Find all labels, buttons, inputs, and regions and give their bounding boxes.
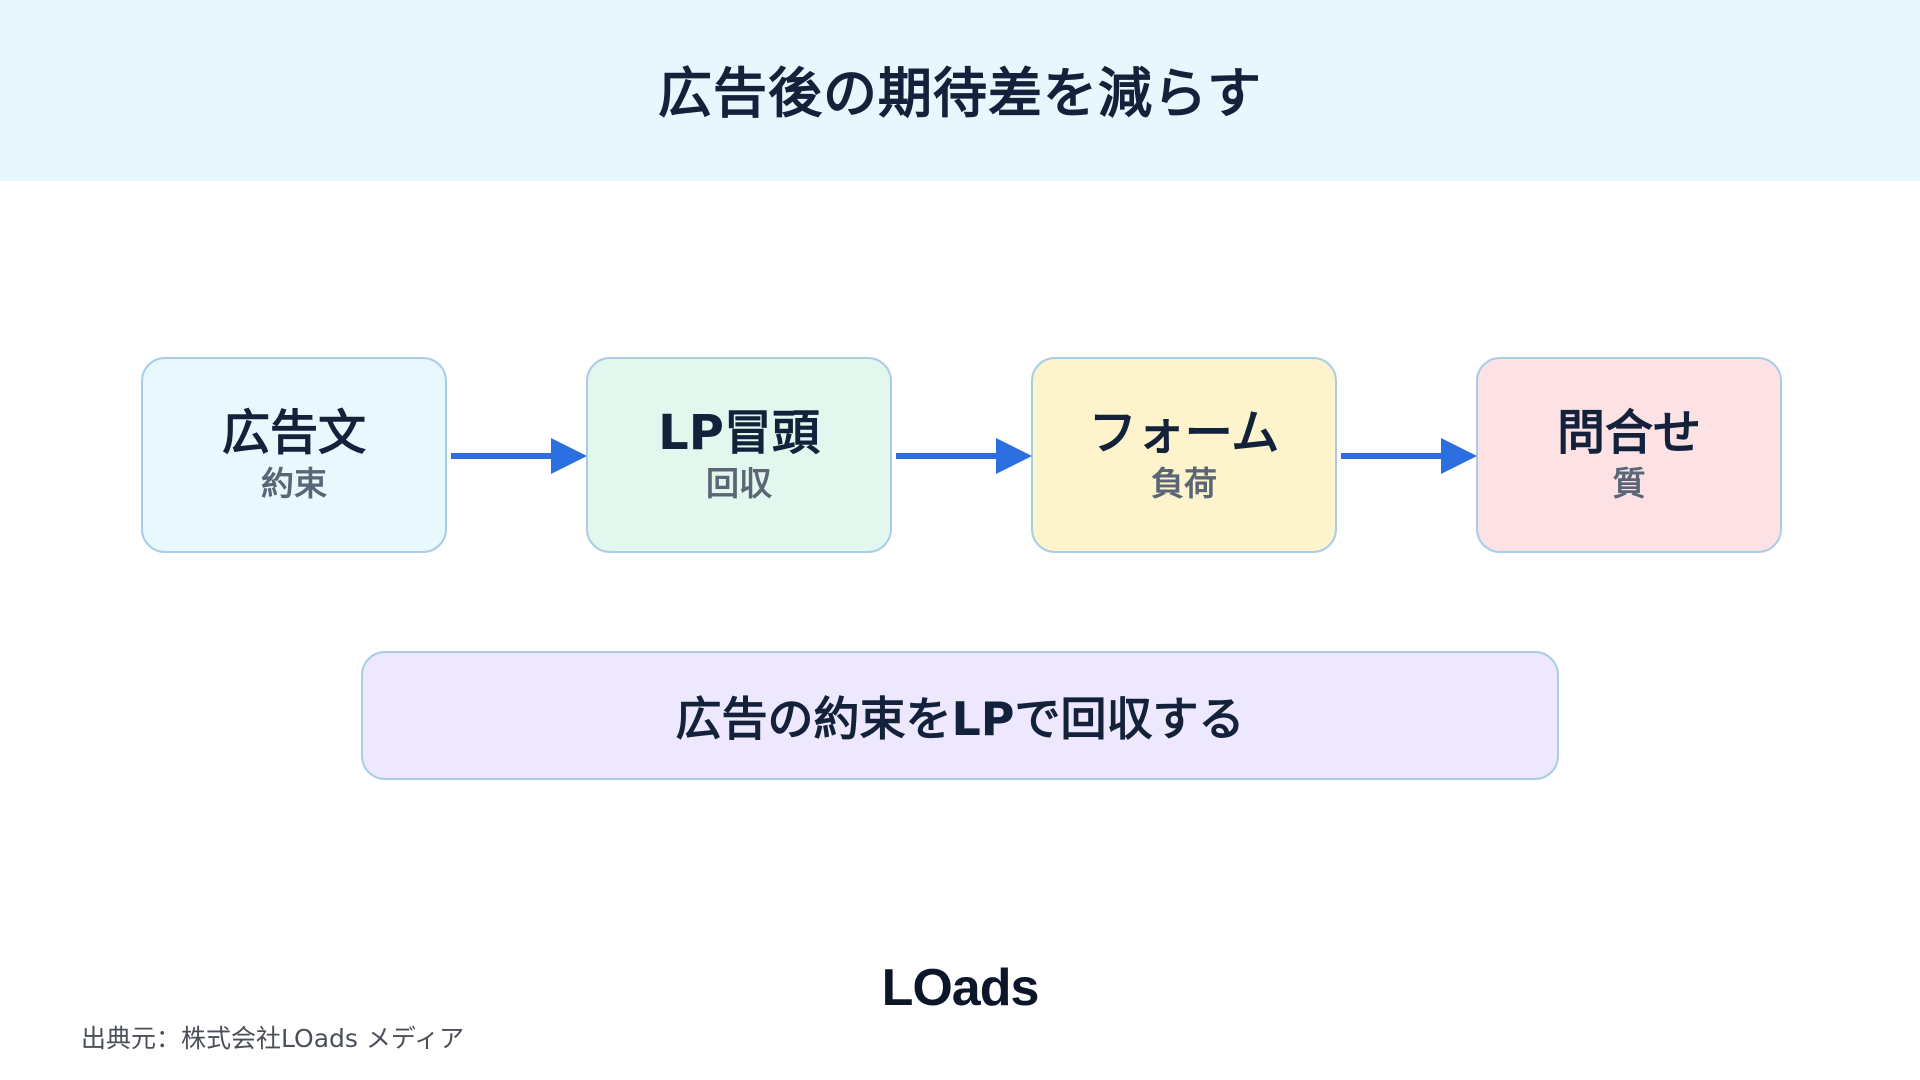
header-band: 広告後の期待差を減らす — [0, 0, 1920, 181]
flow-node-ad-copy: 広告文 約束 — [141, 357, 447, 553]
brand-logo: LOads — [881, 959, 1040, 1017]
node-title: 問合せ — [1556, 405, 1701, 462]
arrow-right-icon — [1341, 438, 1477, 474]
arrow-right-icon — [896, 438, 1032, 474]
summary-box: 広告の約束をLPで回収する — [361, 651, 1559, 780]
node-title: フォーム — [1088, 405, 1280, 462]
arrow-right-icon — [451, 438, 587, 474]
node-subtitle: 回収 — [706, 464, 772, 504]
flow-node-form: フォーム 負荷 — [1031, 357, 1337, 553]
node-subtitle: 質 — [1612, 464, 1646, 504]
page-title: 広告後の期待差を減らす — [658, 62, 1262, 125]
source-note: 出典元：株式会社LOads メディア — [81, 1024, 465, 1053]
flow-node-lp-top: LP冒頭 回収 — [586, 357, 892, 553]
summary-text: 広告の約束をLPで回収する — [675, 691, 1245, 746]
node-title: LP冒頭 — [658, 405, 820, 462]
node-subtitle: 約束 — [261, 464, 327, 504]
node-subtitle: 負荷 — [1151, 464, 1217, 504]
node-title: 広告文 — [221, 405, 366, 462]
flow-node-inquiry: 問合せ 質 — [1476, 357, 1782, 553]
